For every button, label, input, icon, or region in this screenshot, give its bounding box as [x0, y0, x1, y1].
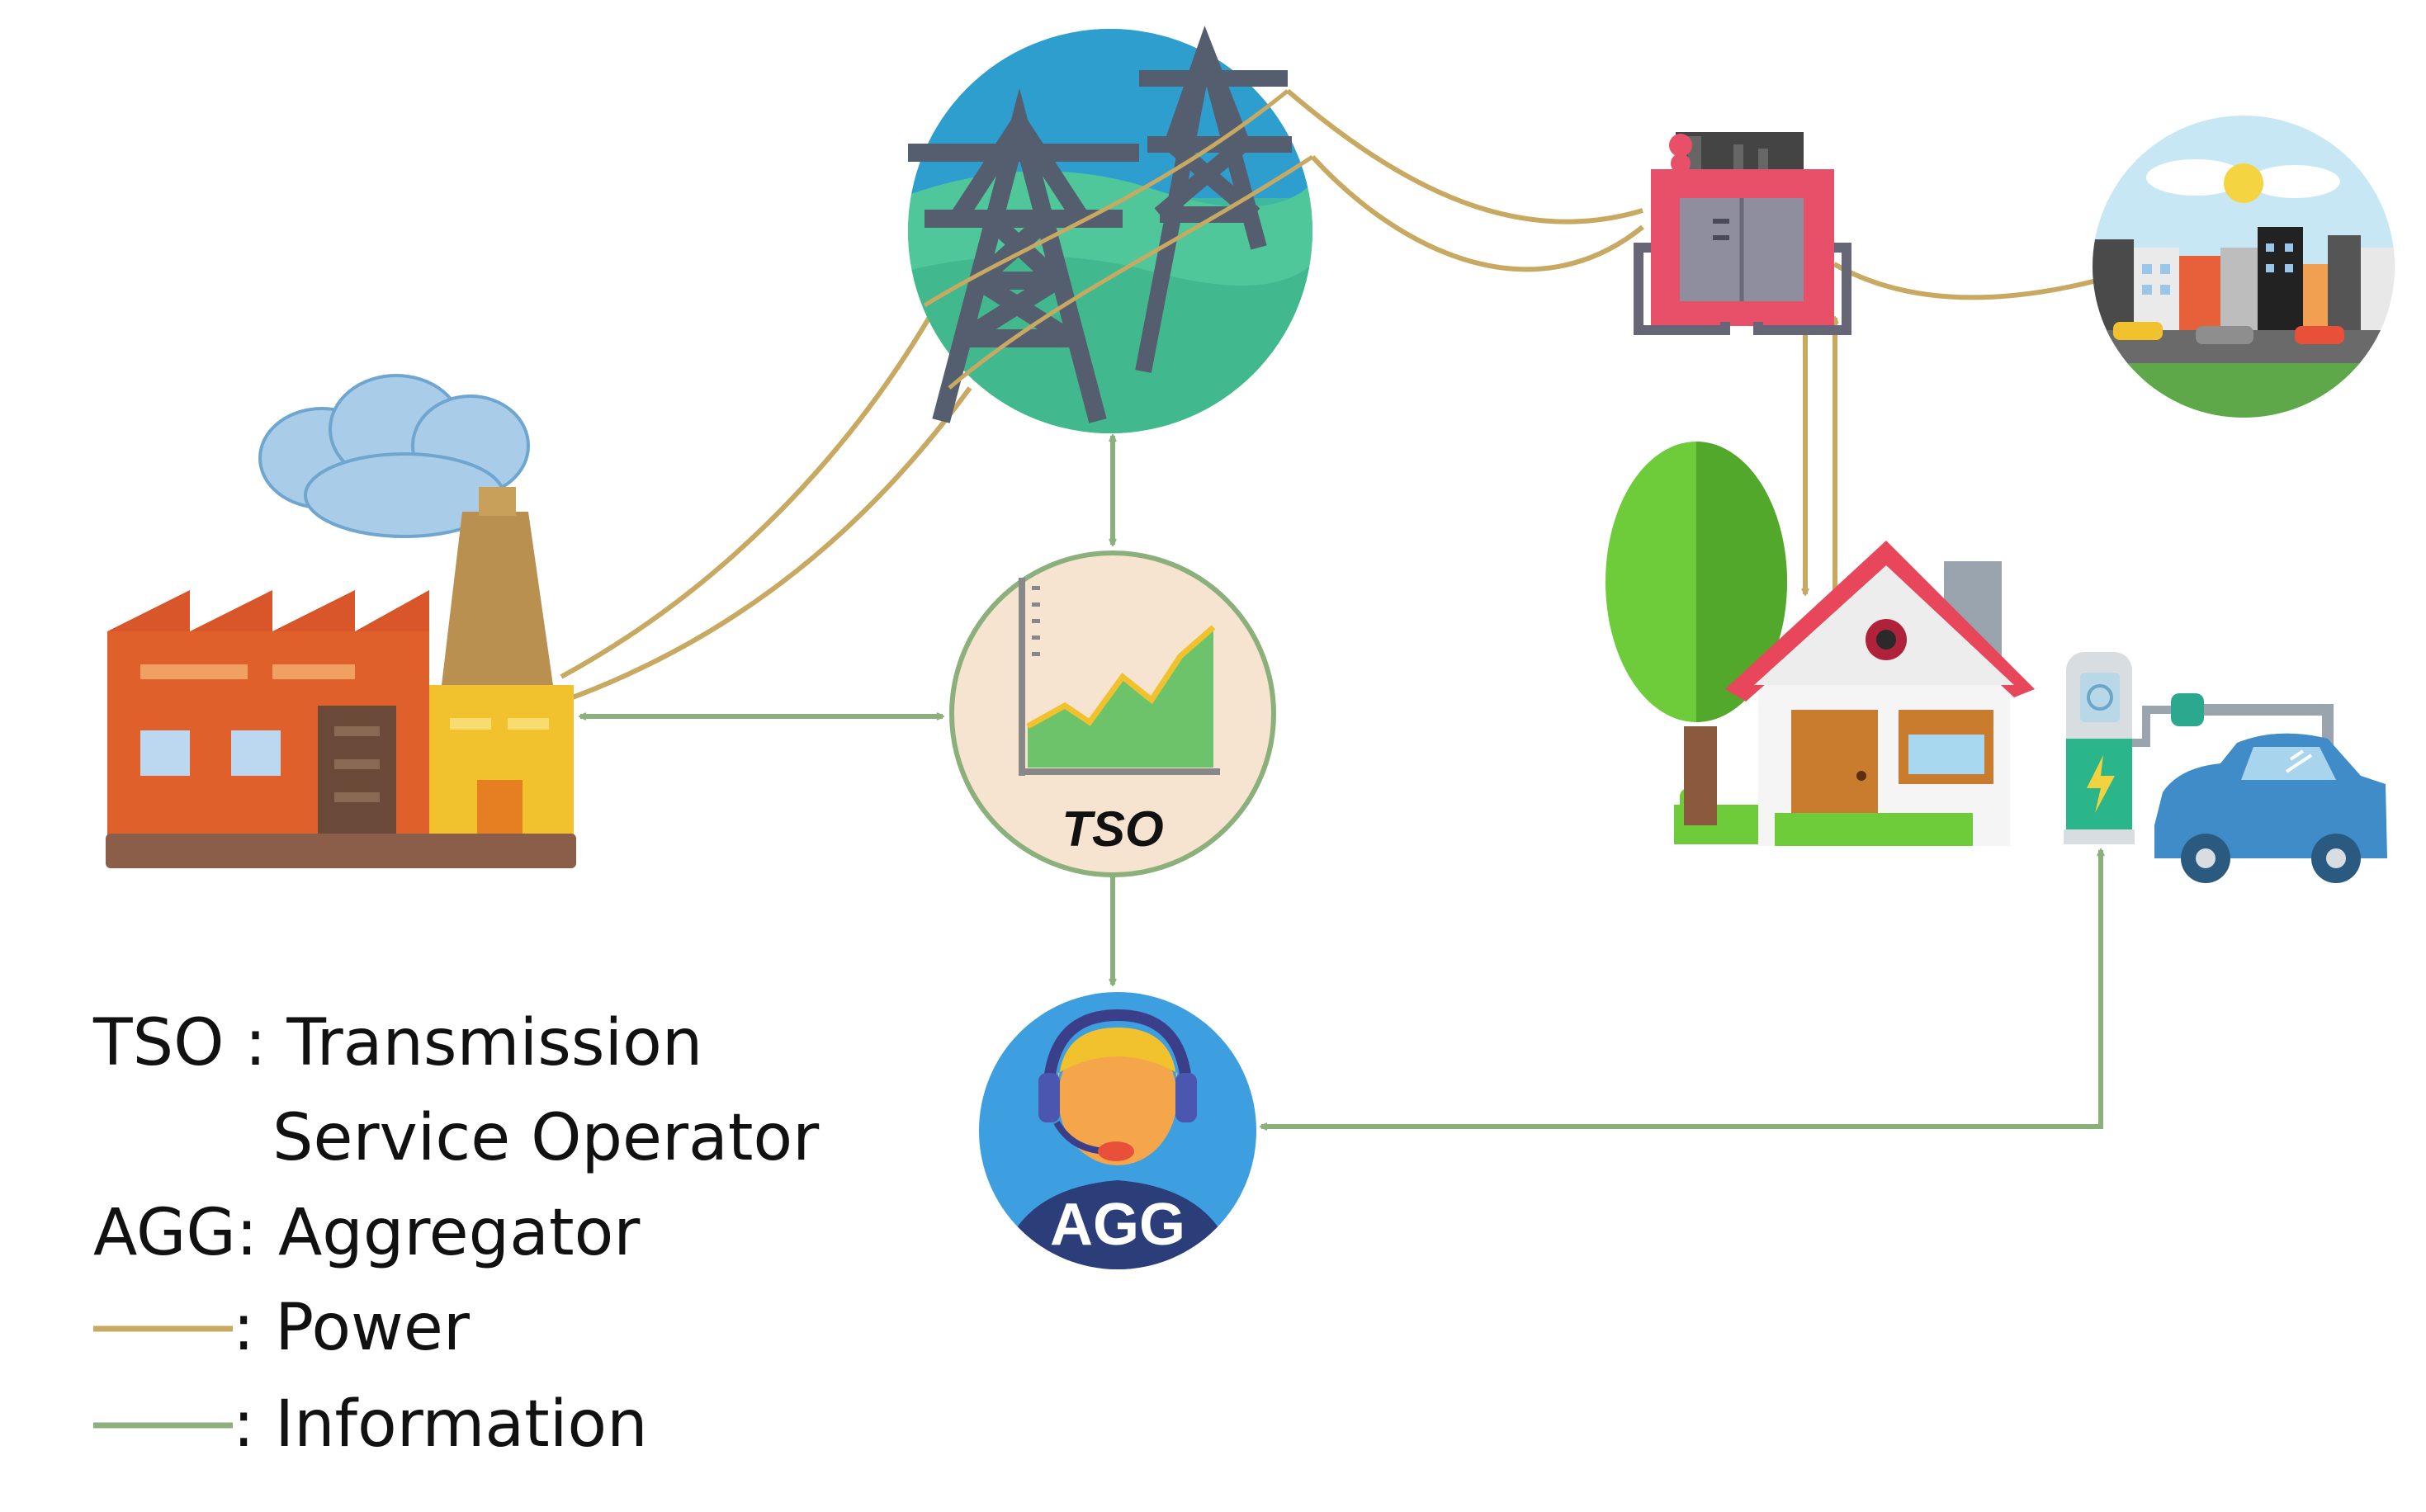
legend-tso-line2: Service Operator	[272, 1101, 820, 1175]
substation-icon	[1634, 132, 1851, 335]
smoke-cloud	[258, 374, 530, 538]
legend-agg: AGG: Aggregator	[93, 1196, 641, 1270]
factory-icon	[106, 374, 576, 868]
legend-power: : Power	[233, 1291, 471, 1365]
legend-tso-line1: TSO : Transmission	[92, 1006, 702, 1080]
house-icon	[1725, 541, 2035, 846]
transmission-tower-icon	[908, 26, 1314, 433]
agg-node: AGG	[979, 992, 1256, 1269]
ev-charger-icon	[2064, 652, 2334, 844]
power-line-factory-tower-1	[560, 295, 943, 679]
power-line-factory-tower-2	[560, 386, 972, 704]
tso-label: TSO	[1062, 801, 1163, 857]
tso-node: TSO	[949, 550, 1276, 877]
tree-icon	[1606, 442, 1860, 844]
electric-car-icon	[2154, 733, 2387, 883]
city-icon	[2093, 116, 2395, 418]
legend: TSO : Transmission Service Operator AGG:…	[92, 1006, 820, 1462]
tower-1	[908, 87, 1139, 423]
power-line-tower-substation-2	[1310, 154, 1644, 272]
legend-information: : Information	[233, 1387, 648, 1462]
power-line-substation-city	[1833, 262, 2097, 300]
chart-icon	[1019, 578, 1220, 776]
tower-2	[1135, 26, 1292, 373]
power-lines	[560, 88, 2097, 704]
agg-label: AGG	[1050, 1192, 1185, 1258]
operator-headset-icon	[999, 1009, 1237, 1269]
power-line-tower-substation-1	[1286, 88, 1643, 224]
information-lines	[580, 436, 2101, 1127]
info-line-agg-charger	[1261, 850, 2101, 1127]
